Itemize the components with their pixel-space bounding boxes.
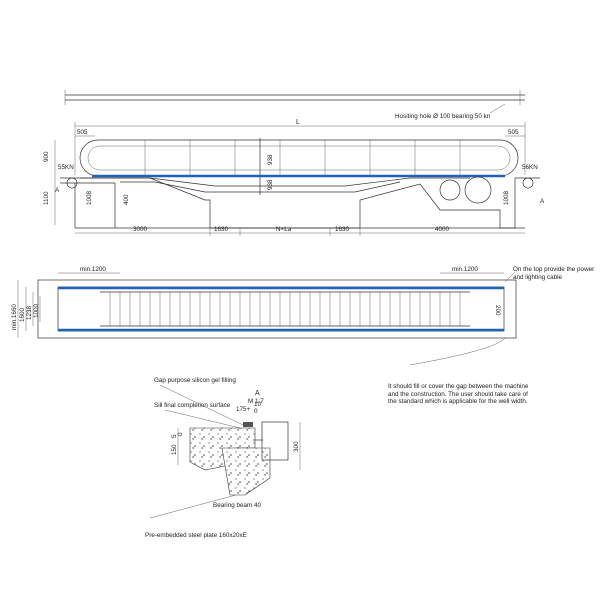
plan-width-200: 200 [494,305,501,316]
section-title: A [255,390,260,397]
plan-width-1238: 1238 [26,305,33,320]
label-bearing-beam: Bearing beam 40 [213,502,261,509]
right-extension-dim: 505 [508,129,519,136]
step-lines [109,292,461,326]
power-note: On the top provide the power and lightin… [513,266,594,281]
dim-0b: 0 [177,432,184,436]
label-steel-plate: Pre-embedded steel plate 160x20xE [145,532,247,539]
truss-end-section [261,421,289,461]
label-gap-filling: Gap purpose silicon gel filling [154,377,236,384]
depth-1008-left: 1008 [86,190,93,205]
dim-n-la: N×La [276,226,292,233]
silicone-gap [243,422,253,427]
plan-min-right: min.1200 [452,266,478,273]
plan-width-min1660: min.1660 [11,304,18,330]
section-scale: M 1:7 [248,398,264,405]
dim-175: 175+ [236,406,251,413]
plan-width-1600: 1600 [19,307,26,322]
dim-4000: 4000 [435,226,450,233]
plan-width-1000: 1000 [33,303,40,318]
right-support [522,177,534,189]
drive-motor [464,176,492,204]
drive-wheel [439,179,461,201]
left-extension-dim: 505 [77,129,88,136]
plan-view: min.1200 min.1200 min.1660 1600 1238 100… [11,266,594,366]
length-label: L [296,119,300,126]
side-elevation-view: Hositing hole Ø 100 bearing 50 kn L 505 … [43,90,545,236]
dim-1630-left: 1630 [214,226,229,233]
dim-5: 5 [171,434,178,438]
dim-3000: 3000 [133,226,148,233]
dim-150: 150 [171,444,178,455]
dim-300: 300 [293,441,300,452]
hoist-note: Hositing hole Ø 100 bearing 50 kn [395,113,491,120]
leader-line [409,337,506,366]
concrete-bearing-beam [221,447,271,496]
left-support [66,177,78,189]
plan-truss [57,286,505,332]
gap-note: It should fill or cover the gap between … [388,383,528,405]
section-mark-left: A [55,187,60,194]
plan-min-left: min.1200 [80,266,106,273]
section-a-detail: Gap purpose silicon gel filling Sill fin… [145,377,301,539]
pit-outline [60,177,540,229]
dim-1630-right: 1630 [335,226,350,233]
left-load-label: 55KN [58,164,74,171]
height-1100-dim: 1100 [43,191,50,205]
depth-400: 400 [123,194,130,205]
plan-pit-outline [37,279,517,339]
height-938-b: 938 [267,179,274,190]
height-900-dim: 900 [43,151,50,162]
section-mark-right: A [540,198,545,205]
label-sill: Sill final completion surface [154,402,231,409]
right-load-label: 56KN [522,164,538,171]
dim-0: 0 [254,408,258,415]
depth-1008-right: 1008 [503,190,510,205]
height-938-a: 938 [267,154,274,165]
dim-10: 10 [254,401,262,408]
handrail-loop [79,139,519,177]
